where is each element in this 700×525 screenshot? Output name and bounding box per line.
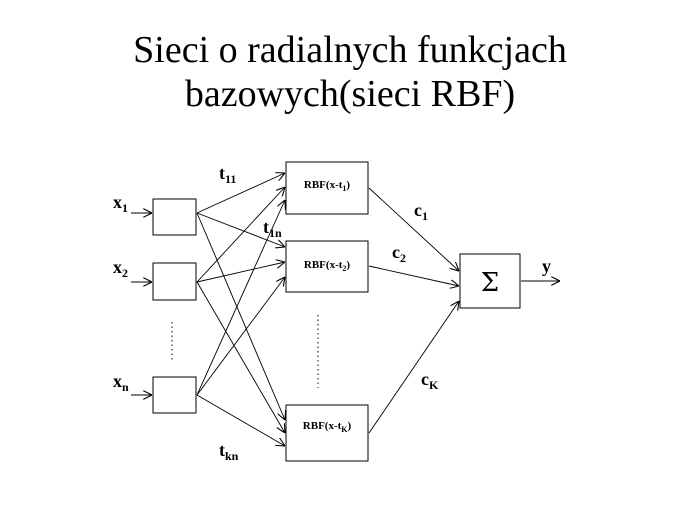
rbf-label-1: RBF(x-t1) — [304, 179, 351, 193]
input-label-n: xn — [113, 371, 129, 394]
weight-label-tkn: tkn — [219, 440, 239, 463]
output-label: y — [542, 256, 551, 276]
input-to-rbf-connections — [196, 173, 285, 446]
sum-symbol: Σ — [481, 268, 499, 298]
rbf-label-k: RBF(x-tK) — [303, 420, 352, 434]
input-label-2: x2 — [113, 257, 128, 280]
weight-label-t1n: t1n — [263, 217, 282, 240]
rbf-node-1 — [285, 161, 369, 215]
input-node-2 — [152, 262, 197, 301]
rbf-nodes — [285, 161, 369, 462]
weight-label-c1: c1 — [414, 200, 428, 223]
title-line-2: bazowych(sieci RBF) — [184, 73, 516, 115]
rbf-node-2 — [285, 240, 369, 293]
weight-label-t11: t11 — [219, 163, 236, 186]
rbf-node-k — [285, 404, 369, 462]
input-label-1: x1 — [113, 192, 128, 215]
title-line-1: Sieci o radialnych funkcjach — [133, 29, 567, 71]
weight-label-c2: c2 — [392, 242, 406, 265]
input-nodes — [152, 198, 197, 414]
input-arrows — [131, 213, 152, 395]
sum-node — [459, 253, 521, 309]
rbf-to-sum-connections — [368, 187, 459, 434]
weight-label-ck: cK — [421, 369, 439, 392]
rbf-label-2: RBF(x-t2) — [304, 259, 351, 273]
input-node-n — [152, 376, 197, 414]
diagram-title: Sieci o radialnych funkcjach bazowych(si… — [0, 28, 700, 116]
input-node-1 — [152, 198, 197, 236]
